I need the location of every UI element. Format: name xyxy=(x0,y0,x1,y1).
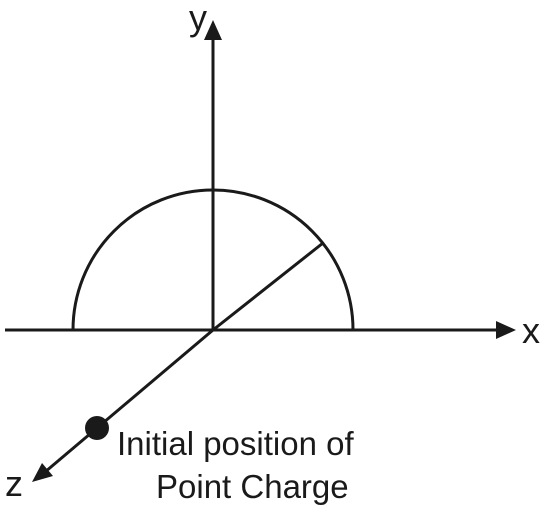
point-charge-dot xyxy=(85,416,109,440)
caption-line-1: Initial position of xyxy=(117,425,354,462)
radius-line xyxy=(212,241,324,332)
caption-line-2: Point Charge xyxy=(156,468,349,505)
z-axis-arrow-icon xyxy=(32,463,53,482)
x-axis-label: x xyxy=(522,310,540,351)
y-axis-label: y xyxy=(189,0,207,38)
x-axis-arrow-icon xyxy=(496,321,516,339)
semicircle-arc xyxy=(71,188,355,331)
z-axis-line xyxy=(44,328,214,474)
z-axis-label: z xyxy=(5,463,23,504)
y-axis-arrow-icon xyxy=(204,20,222,40)
